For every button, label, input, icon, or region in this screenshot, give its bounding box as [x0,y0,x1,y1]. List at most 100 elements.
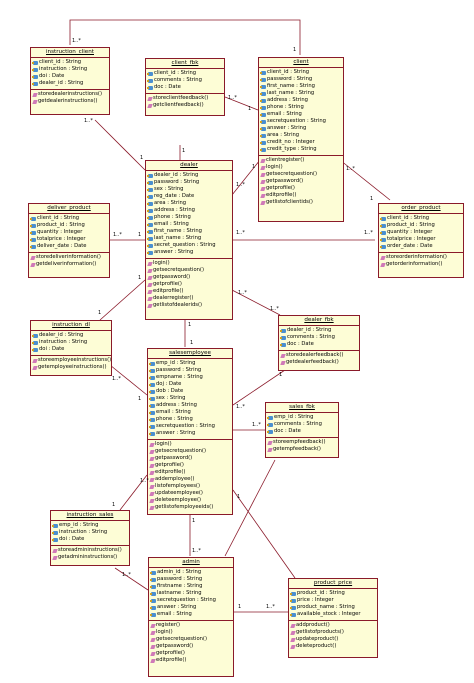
class-instruction-sales[interactable]: instruction_sales emp_id : String instru… [50,510,130,566]
attribute-icon [150,598,156,603]
class-order-product[interactable]: order_product client_id : String product… [378,203,464,278]
operation: storeclientfeedback() [147,95,222,102]
attribute: area : String [147,200,230,207]
operations: storeadmininstructions() getadmininstruc… [51,546,129,563]
attribute: email : String [149,409,230,416]
attribute-icon [280,342,286,347]
operation: getdealerinstructions() [32,98,107,105]
class-dealer-fbk[interactable]: dealer_fbk dealer_id : String comments :… [278,315,360,371]
operations: login() getsecretquestion() getpassword(… [148,440,232,513]
multiplicity-label: 1..* [84,118,93,124]
multiplicity-label: 1..* [140,478,149,484]
attribute-icon [30,216,36,221]
operation: updateemployee() [149,490,230,497]
class-name: dealer_fbk [279,316,359,326]
multiplicity-label: 1 [98,310,102,316]
multiplicity-label: 1..* [192,548,201,554]
class-product-price[interactable]: product_price product_id : String price … [288,578,378,658]
attribute: phone : String [147,214,230,221]
attribute-icon [30,230,36,235]
attributes: admin_id : String password : String firs… [149,568,233,621]
attribute-icon [267,429,273,434]
attribute-icon [149,403,155,408]
multiplicity-label: 1..* [266,604,275,610]
attribute: client_id : String [30,215,107,222]
attribute-icon [52,537,58,542]
operation-icon [147,303,153,308]
attribute: reg_date : Date [147,193,230,200]
assoc-client-dealer [231,159,261,196]
attribute: secret_question : String [147,242,230,249]
attribute-icon [380,223,386,228]
operation-icon [260,186,266,191]
attribute-icon [280,335,286,340]
attribute: phone : String [260,104,341,111]
multiplicity-label: 1 [188,322,192,328]
class-salesemployee[interactable]: salesemployee emp_id : String password :… [147,348,233,515]
operation: login() [260,164,341,171]
operations: storeorderinformation() getorderinformat… [379,253,463,270]
attribute-icon [147,194,153,199]
attribute: sex : String [149,395,230,402]
attribute-icon [280,328,286,333]
operation: getlistofdealerids() [147,302,230,309]
assoc-instruction-sales-admin [114,567,149,591]
attribute-icon [30,244,36,249]
operation-icon [52,555,58,560]
attribute-icon [260,133,266,138]
attribute: doi : Date [52,536,127,543]
operation-icon [150,630,156,635]
operation: login() [147,260,230,267]
class-name: salesemployee [148,349,232,359]
class-admin[interactable]: admin admin_id : String password : Strin… [148,557,234,677]
attribute-icon [149,424,155,429]
class-instruction-dl[interactable]: instruction_dl dealer_id : String instru… [30,320,112,376]
class-deliver-product[interactable]: deliver_product client_id : String produ… [28,203,110,278]
attribute: sex : String [147,186,230,193]
attribute-icon [147,229,153,234]
attribute: email : String [260,111,341,118]
multiplicity-label: 1 [182,148,186,154]
attributes: product_id : String price : Integer prod… [289,589,377,621]
class-dealer[interactable]: dealer dealer_id : String password : Str… [145,160,233,320]
operation: getpassword() [150,643,231,650]
operation-icon [149,477,155,482]
attribute-icon [260,105,266,110]
attribute-icon [260,70,266,75]
class-instruction-client[interactable]: instruction_client client_id : String in… [30,47,110,115]
multiplicity-label: 1..* [122,572,131,578]
operation: getpassword() [149,455,230,462]
operation-icon [150,623,156,628]
class-sales-fbk[interactable]: sales_fbk emp_id : String comments : Str… [265,402,339,458]
attribute-icon [147,187,153,192]
operation: addproduct() [290,622,375,629]
attribute-icon [32,81,38,86]
multiplicity-label: 1..* [252,422,261,428]
attribute-icon [150,577,156,582]
operation-icon [280,360,286,365]
operation: getsecretquestion() [147,267,230,274]
attribute: quantity : Integer [380,229,461,236]
attribute: doc : Date [267,428,336,435]
class-client-fbk[interactable]: client_fbk client_id : String comments :… [145,58,225,116]
attribute-icon [380,237,386,242]
multiplicity-label: 1 [370,196,374,202]
operation-icon [147,268,153,273]
attribute: dob : Date [149,388,230,395]
attribute: available_stock : Integer [290,611,375,618]
class-client[interactable]: client client_id : String password : Str… [258,57,344,222]
attribute-icon [149,417,155,422]
attribute: quantity : Integer [30,229,107,236]
operation: getsecretquestion() [150,636,231,643]
assoc-client-fbk-client [224,96,259,111]
operation: storedealerinstructions() [32,91,107,98]
attribute-icon [149,368,155,373]
attribute: password : String [260,76,341,83]
class-name: deliver_product [29,204,109,214]
operation: getprofile() [149,462,230,469]
operation-icon [260,165,266,170]
attributes: client_id : String comments : String doc… [146,69,224,94]
multiplicity-label: 1 [279,372,283,378]
multiplicity-label: 1..* [72,38,81,44]
multiplicity-label: 1 [293,47,297,53]
